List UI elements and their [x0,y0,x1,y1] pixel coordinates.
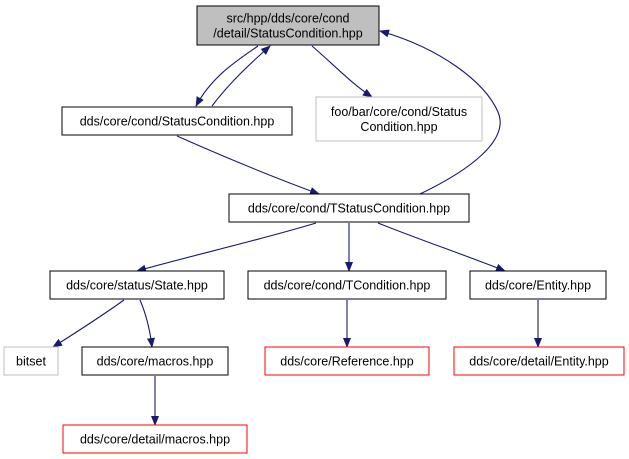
node-box [228,193,470,223]
node-box [61,106,293,136]
node-box [264,346,430,376]
node-label: dds/core/macros.hpp [97,355,214,369]
node-label: Condition.hpp [360,120,437,134]
edge-tstatus-condition-to-root [379,29,501,195]
node-box [247,270,447,300]
node-label: dds/core/cond/TStatusCondition.hpp [248,202,450,216]
node-foo-bar[interactable]: foo/bar/core/cond/StatusCondition.hpp [315,96,483,142]
node-label: src/hpp/dds/core/cond [227,12,350,26]
edge-tstatus-condition-to-entity [377,222,506,272]
node-detail-macros[interactable]: dds/core/detail/macros.hpp [62,424,248,454]
node-label: dds/core/status/State.hpp [66,279,208,293]
node-label: dds/core/cond/TCondition.hpp [264,279,431,293]
edge-tstatus-condition-to-state [136,222,317,273]
nodes-layer: src/hpp/dds/core/cond/detail/StatusCondi… [3,5,625,454]
node-reference[interactable]: dds/core/Reference.hpp [264,346,430,376]
node-label: dds/core/Reference.hpp [280,355,413,369]
node-label: dds/core/Entity.hpp [485,279,591,293]
node-box [453,346,625,376]
node-detail-entity[interactable]: dds/core/detail/Entity.hpp [453,346,625,376]
edge-root-to-status-condition [195,45,259,107]
node-label: bitset [16,355,46,369]
node-tstatus-condition[interactable]: dds/core/cond/TStatusCondition.hpp [228,193,470,223]
node-label: dds/core/detail/macros.hpp [80,433,230,447]
node-box [196,5,380,46]
node-tcondition[interactable]: dds/core/cond/TCondition.hpp [247,270,447,300]
node-box [62,424,248,454]
node-label: dds/core/cond/StatusCondition.hpp [80,115,275,129]
node-box [469,270,607,300]
edge-root-to-foo-bar [311,45,373,98]
node-entity[interactable]: dds/core/Entity.hpp [469,270,607,300]
node-box [315,96,483,142]
edge-state-to-bitset [52,299,125,348]
node-state[interactable]: dds/core/status/State.hpp [49,270,225,300]
node-status-condition[interactable]: dds/core/cond/StatusCondition.hpp [61,106,293,136]
edge-status-condition-to-root [211,45,271,107]
node-box [81,346,229,376]
node-label: /detail/StatusCondition.hpp [213,27,362,41]
node-bitset[interactable]: bitset [3,346,59,376]
node-macros[interactable]: dds/core/macros.hpp [81,346,229,376]
node-label: foo/bar/core/cond/Status [331,105,467,119]
node-box [49,270,225,300]
node-box [3,346,59,376]
node-root: src/hpp/dds/core/cond/detail/StatusCondi… [196,5,380,46]
edge-status-condition-to-tstatus-condition [176,135,320,195]
edge-state-to-macros [139,299,155,348]
node-label: dds/core/detail/Entity.hpp [469,355,608,369]
edges-layer [52,29,542,426]
